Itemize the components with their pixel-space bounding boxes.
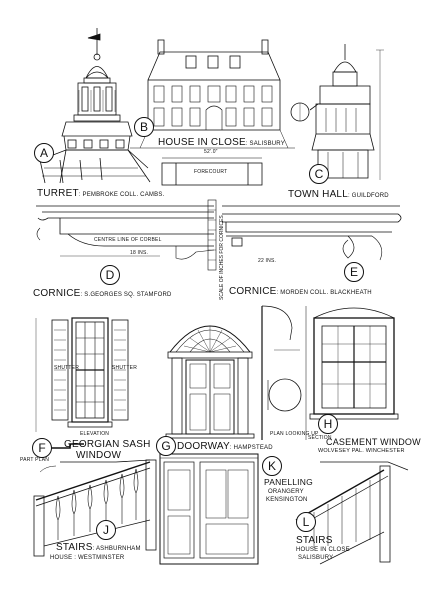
- label-cornice-e: CORNICE: MORDEN COLL. BLACKHEATH: [229, 287, 372, 297]
- badge-d: D: [100, 265, 120, 285]
- label-panelling-title: PANELLING: [264, 477, 313, 487]
- label-section: SECTION: [308, 435, 332, 441]
- badge-g: G: [156, 436, 176, 456]
- label-stairs-j-subtitle: : ASHBURNHAM: [92, 546, 141, 552]
- label-house-in-close: HOUSE IN CLOSE: SALISBURY: [158, 138, 285, 148]
- label-panelling: PANELLING: [264, 478, 313, 487]
- label-house-title: HOUSE IN CLOSE: [158, 137, 246, 148]
- label-d-ins: 18 INS.: [130, 250, 149, 256]
- label-house-subtitle: : SALISBURY: [245, 141, 285, 147]
- label-doorway: DOORWAY: HAMPSTEAD: [177, 442, 273, 452]
- badge-l: L: [296, 512, 316, 532]
- label-elevation: ELEVATION: [80, 431, 110, 437]
- turret-drawing: [39, 28, 151, 184]
- label-stairs-l-line2: SALISBURY: [298, 555, 334, 561]
- label-panelling-kensington: KENSINGTON: [266, 497, 308, 503]
- cornice-e-drawing: [207, 199, 402, 271]
- badge-k: K: [262, 456, 282, 476]
- stairs-ashburnham-drawing: [33, 459, 157, 557]
- label-doorway-subtitle: : HAMPSTEAD: [229, 445, 273, 451]
- label-forecourt: FORECOURT: [194, 169, 228, 175]
- label-plan-looking-up: PLAN LOOKING UP: [270, 431, 319, 437]
- label-e-ins: 22 INS.: [258, 258, 277, 264]
- label-cornice-e-subtitle: : MORDEN COLL. BLACKHEATH: [276, 290, 372, 296]
- label-georgian-subtitle: WINDOW: [76, 450, 122, 461]
- label-town-hall: TOWN HALL: GUILDFORD: [288, 190, 389, 200]
- label-georgian-window: WINDOW: [76, 451, 121, 461]
- label-scale-of-inches: SCALE OF INCHES FOR CORNICES: [219, 215, 225, 300]
- label-town-hall-title: TOWN HALL: [288, 189, 348, 200]
- doorway-drawing: [165, 325, 255, 439]
- label-stairs-l: STAIRS: [296, 536, 333, 546]
- badge-f: F: [32, 438, 52, 458]
- badge-e: E: [344, 262, 364, 282]
- label-casement-subtitle: WOLVESEY PAL. WINCHESTER: [318, 448, 405, 454]
- casement-window-drawing: [261, 305, 399, 440]
- label-stairs-j-line2: HOUSE : WESTMINSTER: [50, 555, 125, 561]
- label-town-hall-subtitle: : GUILDFORD: [347, 193, 389, 199]
- badge-j: J: [96, 520, 116, 540]
- house-elevation-drawing: [130, 39, 295, 186]
- badge-c: C: [309, 164, 329, 184]
- town-hall-drawing: [290, 44, 384, 180]
- label-house-dim: 52'.0": [204, 149, 218, 155]
- georgian-sash-window-drawing: [35, 317, 129, 449]
- label-turret-title: TURRET: [37, 188, 79, 199]
- label-turret: TURRET: PEMBROKE COLL. CAMBS.: [37, 189, 164, 199]
- label-part-plan: PART PLAN: [20, 457, 50, 463]
- label-georgian-sash: GEORGIAN SASH: [64, 440, 151, 450]
- label-stairs-l-title: STAIRS: [296, 535, 333, 546]
- label-panelling-orangery: ORANGERY: [268, 489, 304, 495]
- label-casement-window: CASEMENT WINDOW: [326, 438, 421, 447]
- label-cornice-d-subtitle: : S.GEORGES SQ. STAMFORD: [80, 292, 172, 298]
- panelling-drawing: [159, 453, 259, 565]
- label-cornice-d-title: CORNICE: [33, 288, 81, 299]
- label-stairs-l-subtitle: HOUSE IN CLOSE: [296, 547, 350, 553]
- label-cornice-e-title: CORNICE: [229, 286, 277, 297]
- label-centre-line: CENTRE LINE OF CORBEL: [94, 237, 162, 243]
- badge-a: A: [34, 143, 54, 163]
- label-cornice-d: CORNICE: S.GEORGES SQ. STAMFORD: [33, 289, 172, 299]
- label-georgian-title: GEORGIAN SASH: [64, 439, 151, 450]
- label-turret-subtitle: : PEMBROKE COLL. CAMBS.: [78, 192, 165, 198]
- label-shutter-right: SHUTTER: [112, 365, 138, 371]
- badge-b: B: [134, 117, 154, 137]
- label-stairs-j-title: STAIRS: [56, 542, 93, 553]
- stairs-house-in-close-drawing: [295, 461, 409, 565]
- badge-h: H: [318, 414, 338, 434]
- label-shutter-left: SHUTTER: [54, 365, 80, 371]
- label-doorway-title: DOORWAY: [177, 441, 230, 452]
- cornice-d-drawing: [36, 205, 215, 260]
- label-stairs-j: STAIRS: ASHBURNHAM: [56, 543, 141, 553]
- label-casement-title: CASEMENT WINDOW: [326, 437, 421, 447]
